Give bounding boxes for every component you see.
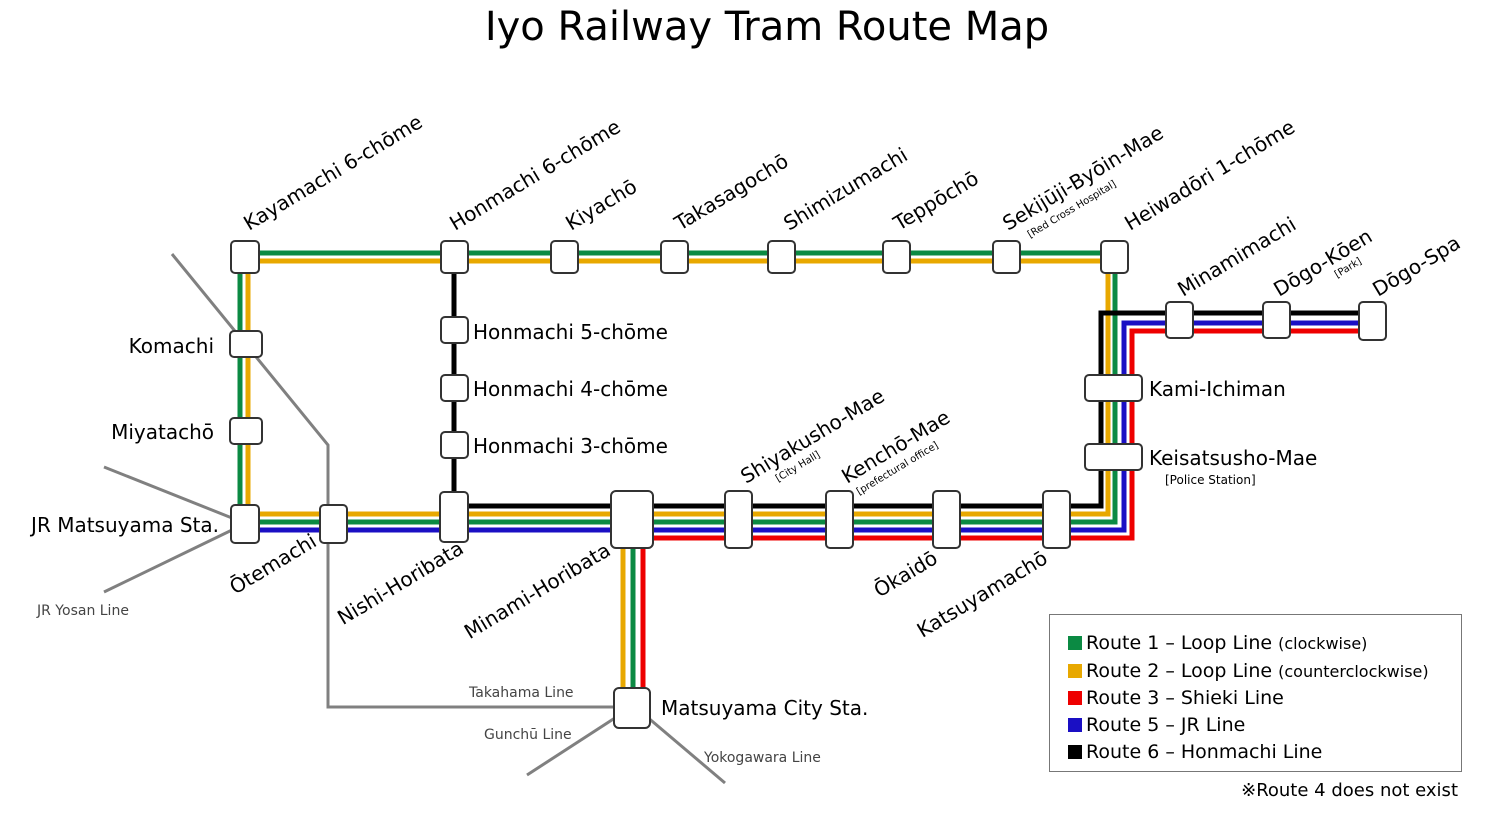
label-gunchu-line: Gunchū Line [484,727,572,743]
legend-item-route-3: Route 3 – Shieki Line [1068,687,1284,709]
station-honmachi-3-chome[interactable] [440,431,469,459]
station-minami-horibata[interactable] [610,490,654,549]
station-shiyakusho-mae[interactable] [724,490,753,549]
legend-item-route-6: Route 6 – Honmachi Line [1068,741,1322,763]
jr-yosan-line-track-south [103,528,233,594]
legend-swatch-red [1068,691,1082,705]
route-3-shieki-line [640,328,1360,700]
label-takasagocho: Takasagochō [669,149,792,236]
legend-suffix: (clockwise) [1278,634,1368,653]
station-miyatacho[interactable] [229,417,263,445]
label-kayamachi-6-chome: Kayamachi 6-chōme [239,110,426,236]
label-jr-yosan-line: JR Yosan Line [36,603,129,619]
legend-label: Route 1 – Loop Line [1086,632,1273,654]
label-teppocho: Teppōchō [888,166,982,236]
label-keisatsusho-mae: Keisatsusho-Mae [1149,446,1317,470]
station-kayamachi-6-chome[interactable] [230,240,260,274]
route-5-jr-line [245,320,1360,533]
station-komachi[interactable] [229,330,263,358]
station-kencho-mae[interactable] [825,490,854,549]
legend-swatch-yellow [1068,664,1082,678]
station-honmachi-6-chome[interactable] [440,240,469,274]
legend-item-route-5: Route 5 – JR Line [1068,714,1245,736]
label-nishi-horibata: Nishi-Horibata [333,536,468,630]
station-shimizumachi[interactable] [767,240,796,274]
legend-item-route-1: Route 1 – Loop Line (clockwise) [1068,632,1367,654]
map-title: Iyo Railway Tram Route Map [484,4,1050,50]
station-sekijuji-byoin-mae[interactable] [992,240,1021,274]
station-honmachi-4-chome[interactable] [440,374,469,402]
station-minamimachi[interactable] [1165,301,1194,339]
legend-suffix: (counterclockwise) [1278,662,1429,681]
label-komachi: Komachi [129,334,214,358]
station-katsuyamacho[interactable] [1042,490,1071,549]
legend-swatch-green [1068,636,1082,650]
route-3-track [640,328,1360,700]
label-takahama-line: Takahama Line [468,685,574,701]
label-dogo-spa: Dōgo-Spa [1368,230,1464,301]
station-keisatsusho-mae[interactable] [1084,443,1143,471]
label-yokogawara-line: Yokogawara Line [703,750,821,766]
yokogawara-line-track [645,714,726,785]
legend-label: Route 5 – JR Line [1086,714,1246,736]
station-kami-ichiman[interactable] [1084,374,1143,402]
station-heiwadori-1-chome[interactable] [1100,240,1129,274]
gunchu-line-track [526,714,619,777]
route-4-footnote: ※Route 4 does not exist [1241,780,1458,801]
station-jr-matsuyama[interactable] [230,504,260,544]
legend-label: Route 2 – Loop Line [1086,660,1273,682]
legend-swatch-black [1068,745,1082,759]
label-kiyacho: Kiyachō [561,174,641,235]
label-honmachi-5-chome: Honmachi 5-chōme [473,320,668,344]
route-5-track [245,320,1360,533]
label-okaido: Ōkaidō [869,546,941,602]
route-2-loop-track [245,258,1111,517]
station-teppocho[interactable] [882,240,911,274]
label-honmachi-4-chome: Honmachi 4-chōme [473,377,668,401]
route-1-loop-track [237,250,1118,525]
station-dogo-koen[interactable] [1262,301,1291,339]
station-nishi-horibata[interactable] [439,491,469,543]
label-shimizumachi: Shimizumachi [779,143,911,236]
station-takasagocho[interactable] [660,240,689,274]
legend-swatch-blue [1068,718,1082,732]
label-miyatacho: Miyatachō [111,420,214,444]
route-1-loop-clockwise [237,250,1118,700]
legend-label: Route 3 – Shieki Line [1086,687,1284,709]
station-matsuyama-city[interactable] [613,687,651,729]
station-honmachi-5-chome[interactable] [440,316,469,344]
label-matsuyama-city: Matsuyama City Sta. [661,696,868,720]
label-honmachi-3-chome: Honmachi 3-chōme [473,434,668,458]
legend: Route 1 – Loop Line (clockwise) Route 2 … [1049,614,1462,772]
station-okaido[interactable] [932,490,961,549]
label-minami-horibata: Minami-Horibata [460,538,615,644]
station-kiyacho[interactable] [550,240,579,274]
legend-label: Route 6 – Honmachi Line [1086,741,1323,763]
route-2-loop-counterclockwise [245,258,1111,700]
label-kami-ichiman: Kami-Ichiman [1149,377,1286,401]
station-otemachi[interactable] [319,504,348,544]
legend-item-route-2: Route 2 – Loop Line (counterclockwise) [1068,660,1429,682]
stations [229,240,1387,729]
jr-yosan-line-track-north [103,465,233,520]
label-jr-matsuyama: JR Matsuyama Sta. [29,513,219,537]
label-keisatsusho-subtitle: [Police Station] [1165,473,1256,487]
station-dogo-spa[interactable] [1358,301,1387,341]
